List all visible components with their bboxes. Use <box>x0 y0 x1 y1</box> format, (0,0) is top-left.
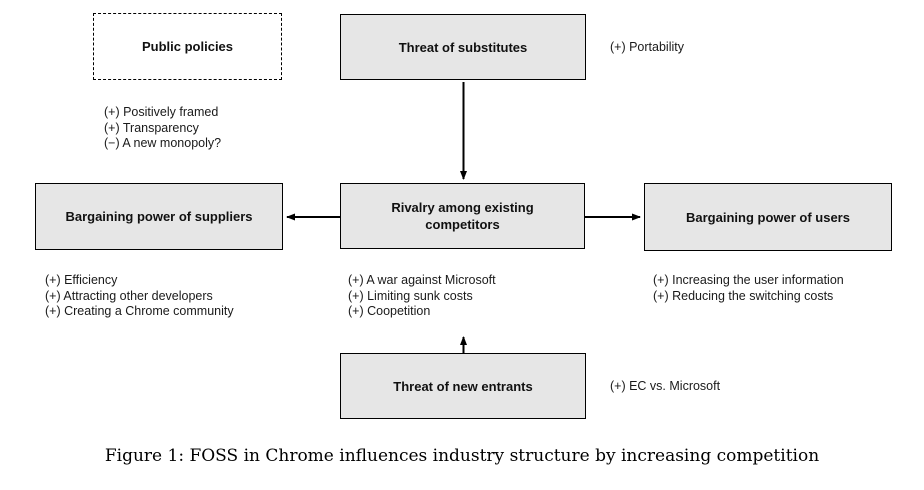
box-bargaining-power-of-users-label: Bargaining power of users <box>686 209 850 225</box>
box-bargaining-power-of-suppliers-label: Bargaining power of suppliers <box>65 209 253 224</box>
box-threat-of-new-entrants: Threat of new entrants <box>340 353 586 419</box>
box-rivalry-among-existing-competitors: Rivalry among existing competitors <box>340 183 585 249</box>
box-bargaining-power-of-users: Bargaining power of users <box>644 183 892 251</box>
box-rivalry-among-existing-competitors-label: Rivalry among existing competitors <box>391 200 534 232</box>
factor-item: (−) A new monopoly? <box>104 136 222 150</box>
factor-item: (+) Increasing the user information <box>653 273 844 287</box>
box-threat-of-substitutes: Threat of substitutes <box>340 14 586 80</box>
suppliers-factor-list: (+) Efficiency (+) Attracting other deve… <box>45 273 234 320</box>
box-public-policies: Public policies <box>93 13 282 80</box>
factor-item: (+) Reducing the switching costs <box>653 288 834 303</box>
box-public-policies-label: Public policies <box>141 39 234 54</box>
factor-item: (+) Attracting other developers <box>45 288 213 303</box>
public-policies-factor-list: (+) Positively framed (+) Transparency (… <box>104 105 221 152</box>
ec-vs-microsoft-annotation: (+) EC vs. Microsoft <box>610 379 721 393</box>
factor-item: (+) Positively framed <box>104 105 219 119</box>
figure-caption: Figure 1: FOSS in Chrome influences indu… <box>104 446 820 466</box>
factor-item: (+) A war against Microsoft <box>348 273 496 287</box>
factor-item: (+) Efficiency <box>45 273 118 287</box>
box-threat-of-new-entrants-label: Threat of new entrants <box>393 378 533 394</box>
factor-item: (+) Coopetition <box>348 304 431 318</box>
portability-annotation: (+) Portability <box>610 40 684 54</box>
box-threat-of-substitutes-label: Threat of substitutes <box>398 39 528 55</box>
factor-item: (+) Transparency <box>104 120 199 135</box>
factor-item: (+) Limiting sunk costs <box>348 288 473 303</box>
factor-item: (+) Creating a Chrome community <box>45 304 234 318</box>
users-factor-list: (+) Increasing the user information (+) … <box>653 273 844 304</box>
rivalry-factor-list: (+) A war against Microsoft (+) Limiting… <box>348 273 496 320</box>
box-bargaining-power-of-suppliers: Bargaining power of suppliers <box>35 183 283 250</box>
